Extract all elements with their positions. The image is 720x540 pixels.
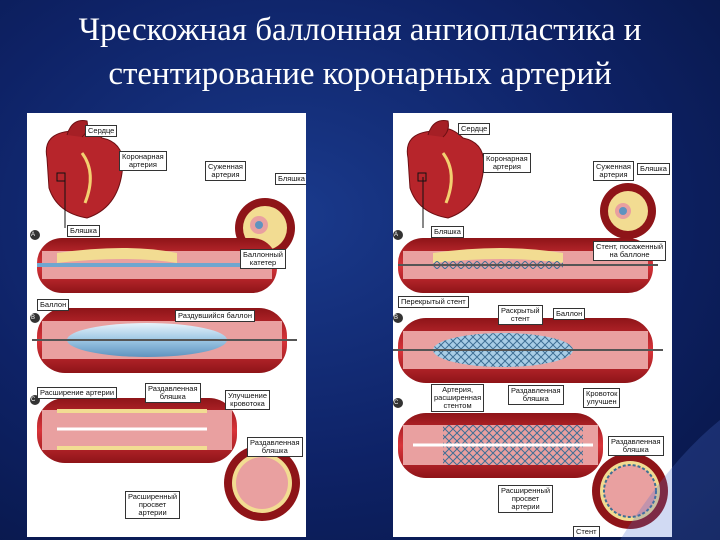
step-c-marker-2: C (394, 400, 399, 406)
label-plaque-top: Бляшка (275, 173, 306, 185)
label-widened-lumen-2: Расширенный просвет артерии (498, 485, 554, 513)
label-expanded-stent: Раскрытый стент (498, 305, 543, 325)
label-balloon-catheter: Баллонный катетер (240, 249, 286, 269)
label-stent-on-balloon: Стент, посаженный на баллоне (593, 241, 667, 261)
label-plaque-2: Бляшка (431, 226, 464, 238)
step-a-marker: A (31, 232, 36, 238)
label-improved-flow: Улучшение кровотока (225, 390, 270, 410)
label-inflated-balloon: Раздувшийся баллон (175, 310, 255, 322)
label-balloon-2: Баллон (553, 308, 586, 320)
stenting-panel: Сердце Коронарная артерия Суженная артер… (393, 113, 672, 537)
label-artery-widened: Расширение артерии (37, 387, 118, 399)
stenting-illustration (393, 120, 668, 529)
label-flow-improved: Кровоток улучшен (583, 388, 621, 408)
label-coronary-artery: Коронарная артерия (119, 151, 167, 171)
label-artery-widened-by-stent: Артерия, расширенная стентом (431, 384, 485, 412)
artery-stent-step-c (398, 413, 603, 478)
label-coronary-artery-2: Коронарная артерия (483, 153, 531, 173)
label-compressed-plaque-r: Раздавленная бляшка (508, 385, 564, 405)
background-decoration (620, 420, 720, 540)
step-c-marker: C (31, 397, 36, 403)
title-line-2: стентирование коронарных артерий (108, 56, 612, 92)
label-heart: Сердце (85, 125, 118, 137)
label-stent: Стент (573, 526, 600, 537)
label-compressed-plaque: Раздавленная бляшка (145, 383, 201, 403)
slide-title: Чрескожная баллонная ангиопластика и сте… (0, 8, 720, 96)
angioplasty-panel: Сердце Коронарная артерия Суженная артер… (27, 113, 306, 537)
label-widened-lumen: Расширенный просвет артерии (125, 491, 181, 519)
label-heart-2: Сердце (458, 123, 491, 135)
label-compressed-plaque-r2: Раздавленная бляшка (608, 436, 664, 456)
label-plaque: Бляшка (67, 225, 100, 237)
step-b-marker-2: B (394, 315, 399, 321)
artery-step-b (32, 308, 297, 373)
step-a-marker-2: A (394, 232, 399, 238)
label-closed-stent: Перекрытый стент (398, 296, 469, 308)
heart-drawing-2 (406, 120, 485, 219)
label-plaque-top-2: Бляшка (637, 163, 670, 175)
artery-stent-step-b (393, 318, 663, 383)
artery-step-a (37, 238, 282, 293)
label-narrowed-artery-2: Суженная артерия (593, 161, 634, 181)
label-balloon: Баллон (37, 299, 70, 311)
artery-step-c (37, 398, 237, 463)
title-line-1: Чрескожная баллонная ангиопластика и (78, 12, 642, 48)
angioplasty-illustration (30, 120, 300, 521)
step-b-marker: B (31, 315, 36, 321)
label-compressed-plaque-2: Раздавленная бляшка (247, 437, 303, 457)
label-narrowed-artery: Суженная артерия (205, 161, 246, 181)
